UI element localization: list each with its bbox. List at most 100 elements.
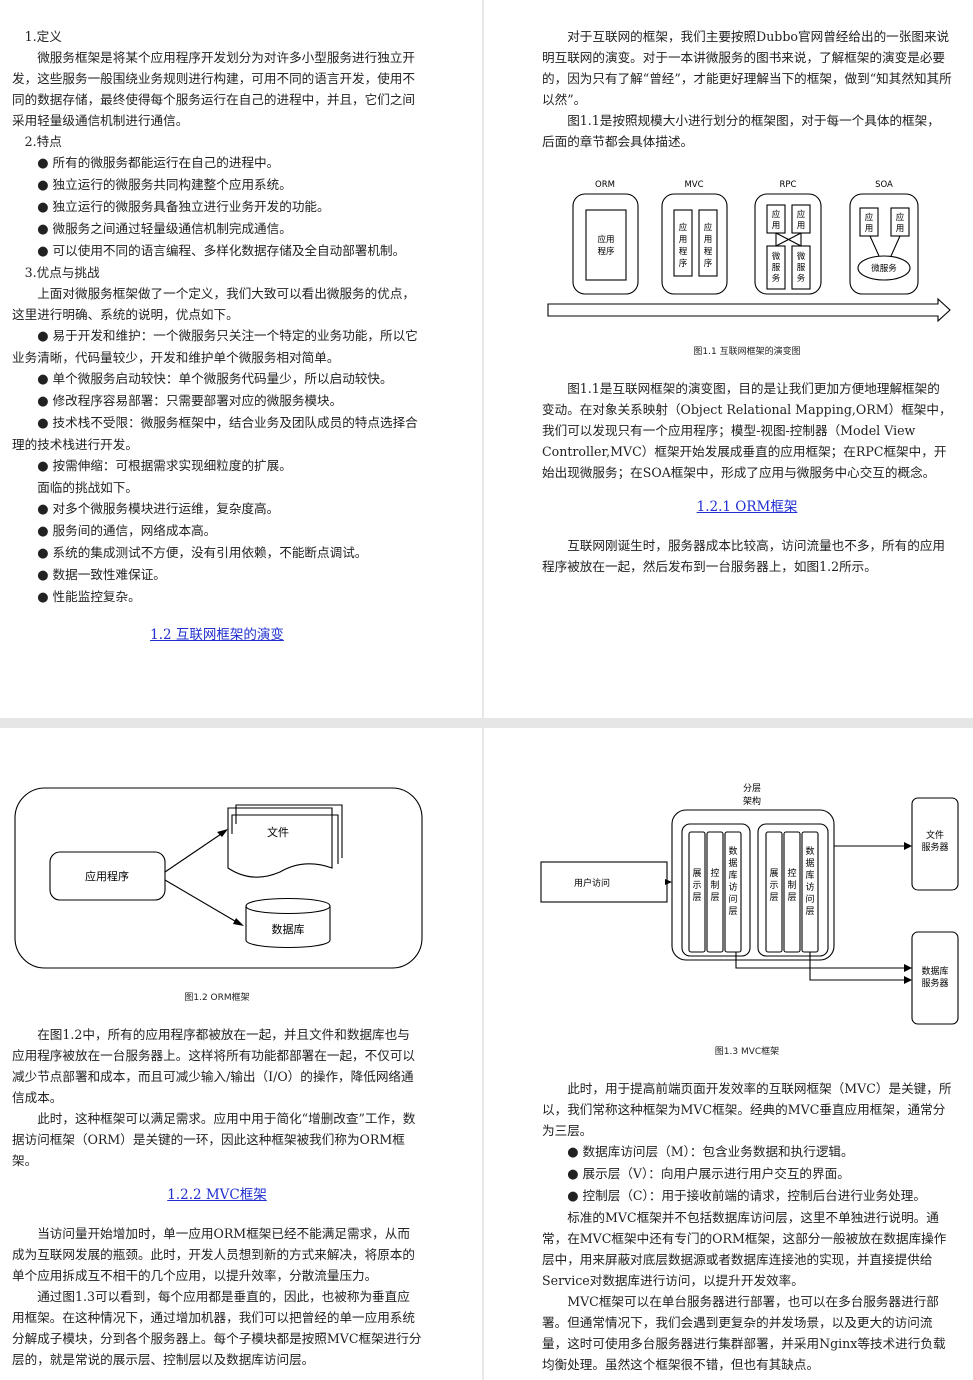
intro-paragraph: 对于互联网的框架，我们主要按照Dubbo官网曾经给出的一张图来说明互联网的演变。… (542, 29, 952, 107)
svg-text:序: 序 (704, 258, 713, 269)
layer-desc-item: ● 控制层（C）：用于接收前端的请求，控制后台进行业务处理。 (567, 1188, 926, 1204)
section-link-1-2-1[interactable]: 1.2.1 ORM框架 (696, 499, 798, 515)
page-2-body: 图1.1是互联网框架的演变图，目的是让我们更加方便地理解框架的变动。在对象关系映… (542, 378, 952, 577)
svg-text:程序: 程序 (597, 246, 615, 257)
soa-nodes: 应用 应用 微服务 (865, 212, 905, 274)
file-server-node: 文件 (926, 829, 944, 841)
section-link-1-2[interactable]: 1.2 互联网框架的演变 (150, 627, 284, 643)
section-title-definition: 1.定义 (24, 29, 62, 44)
svg-text:控: 控 (710, 867, 719, 879)
svg-text:服务器: 服务器 (921, 841, 948, 853)
orm-explain-paragraph: 在图1.2中，所有的应用程序都被放在一起，并且文件和数据库也与应用程序被放在一台… (12, 1027, 415, 1105)
advantage-item: ● 按需伸缩：可根据需求实现细粒度的扩展。 (37, 458, 292, 474)
svg-text:应: 应 (865, 212, 874, 223)
figure-1-3-caption: 图1.3 MVC框架 (714, 1047, 780, 1057)
section-link-1-2-2[interactable]: 1.2.2 MVC框架 (167, 1187, 267, 1203)
page-3: 应用程序 文件 数据库 图1.2 ORM框架 在图1.2中，所有的应用程序都被放… (0, 728, 482, 1380)
svg-text:问: 问 (728, 893, 737, 905)
svg-text:访: 访 (728, 882, 737, 893)
figure-1-1-caption: 图1.1 互联网框架的演变图 (693, 347, 801, 357)
orm-framework-diagram: 应用程序 文件 数据库 (14, 787, 423, 969)
page-4: 分层 架构 用户访问 文件 服务器 数据库 服务器 展示层 控制层 数据库访问层… (484, 728, 973, 1380)
page-2: 对于互联网的框架，我们主要按照Dubbo官网曾经给出的一张图来说明互联网的演变。… (484, 0, 973, 718)
orm-db-node: 数据库 (272, 922, 305, 936)
diagram-header-rpc: RPC (780, 180, 797, 190)
svg-text:用: 用 (704, 235, 713, 245)
svg-text:层: 层 (787, 892, 796, 903)
mvc-diagram-title: 分层 (743, 783, 761, 794)
advantage-item: ● 修改程序容易部署：只需要部署对应的微服务模块。 (37, 393, 343, 409)
svg-text:用: 用 (679, 235, 688, 245)
svg-text:微服务: 微服务 (871, 263, 897, 274)
svg-text:用: 用 (772, 221, 781, 231)
svg-text:应: 应 (704, 222, 713, 233)
feature-item: ● 微服务之间通过轻量级通信机制完成通信。 (37, 221, 292, 237)
feature-item: ● 独立运行的微服务具备独立进行业务开发的功能。 (37, 199, 330, 215)
svg-text:据: 据 (728, 857, 737, 869)
page-1-body: 1.定义 微服务框架是将某个应用程序开发划分为对许多小型服务进行独立开发，这些服… (12, 26, 422, 646)
layer-desc-item: ● 数据库访问层（M）：包含业务数据和执行逻辑。 (567, 1144, 854, 1160)
svg-text:控: 控 (787, 867, 796, 879)
layer-desc-item: ● 展示层（V）：向用户展示进行用户交互的界面。 (567, 1166, 850, 1182)
svg-text:用: 用 (797, 221, 806, 231)
mvc-intro-paragraph: 当访问量开始增加时，单一应用ORM框架已经不能满足需求，从而成为互联网发展的瓶颈… (12, 1226, 415, 1283)
svg-text:制: 制 (710, 879, 719, 891)
section-title-pros-cons: 3.优点与挑战 (24, 265, 100, 280)
feature-item: ● 所有的微服务都能运行在自己的进程中。 (37, 155, 280, 171)
svg-text:库: 库 (805, 869, 814, 881)
svg-text:示: 示 (769, 881, 778, 891)
figure-description-paragraph: 图1.1是按照规模大小进行划分的框架图，对于每一个具体的框架，后面的章节都会具体… (542, 113, 940, 149)
svg-text:层: 层 (728, 906, 737, 917)
feature-item: ● 可以使用不同的语言编程、多样化数据存储及全自动部署机制。 (37, 243, 406, 259)
svg-text:服务器: 服务器 (921, 977, 948, 989)
svg-text:服: 服 (772, 263, 781, 273)
svg-text:应用: 应用 (597, 234, 614, 245)
svg-text:用: 用 (865, 224, 874, 234)
challenge-intro: 面临的挑战如下。 (37, 480, 138, 495)
svg-text:层: 层 (805, 906, 814, 917)
svg-text:层: 层 (692, 892, 701, 903)
svg-text:应: 应 (797, 209, 806, 220)
feature-item: ● 独立运行的微服务共同构建整个应用系统。 (37, 177, 292, 193)
db-server-node: 数据库 (921, 965, 948, 977)
svg-text:制: 制 (787, 879, 796, 891)
svg-text:微: 微 (772, 251, 781, 262)
svg-text:用: 用 (896, 224, 905, 234)
challenge-item: ● 性能监控复杂。 (37, 589, 141, 605)
orm-summary-paragraph: 此时，这种框架可以满足需求。应用中用于简化“增删改查”工作，数据访问框架（ORM… (12, 1111, 416, 1168)
orm-intro-paragraph: 互联网刚诞生时，服务器成本比较高，访问流量也不多，所有的应用程序被放在一起，然后… (542, 538, 945, 574)
orm-file-node: 文件 (267, 825, 289, 839)
svg-text:应: 应 (679, 222, 688, 233)
challenge-item: ● 服务间的通信，网络成本高。 (37, 523, 217, 539)
svg-text:示: 示 (692, 881, 701, 891)
svg-text:程: 程 (704, 247, 713, 257)
framework-evolution-diagram: ORM MVC RPC SOA 应用程序 应用程序 应用程序 应用 应用 微服务… (547, 180, 951, 322)
page-1: 1.定义 微服务框架是将某个应用程序开发划分为对许多小型服务进行独立开发，这些服… (0, 0, 482, 718)
svg-text:数: 数 (805, 845, 814, 857)
svg-text:微: 微 (797, 251, 806, 262)
advantage-item: ● 单个微服务启动较快：单个微服务代码量少，所以启动较快。 (37, 371, 393, 387)
page-3-body: 在图1.2中，所有的应用程序都被放在一起，并且文件和数据库也与应用程序被放在一台… (12, 1024, 422, 1370)
advantage-item: ● 技术栈不受限：微服务框架中，结合业务及团队成员的特点选择合理的技术栈进行开发… (12, 415, 418, 452)
page-divider-vertical (482, 0, 484, 1380)
svg-text:据: 据 (805, 857, 814, 869)
diagram-header-orm: ORM (595, 180, 615, 190)
pros-intro: 上面对微服务框架做了一个定义，我们大致可以看出微服务的优点，这里进行明确、系统的… (12, 286, 415, 322)
rpc-nodes: 应用 应用 微服务 微服务 (772, 209, 806, 284)
svg-text:应: 应 (896, 212, 905, 223)
mvc-deploy-paragraph: MVC框架可以在单台服务器进行部署，也可以在多台服务器进行部署。但通常情况下，我… (542, 1294, 946, 1372)
mvc-framework-diagram: 分层 架构 用户访问 文件 服务器 数据库 服务器 展示层 控制层 数据库访问层… (540, 783, 959, 1025)
svg-text:访: 访 (805, 882, 814, 893)
svg-text:程: 程 (679, 247, 688, 257)
svg-text:序: 序 (679, 258, 688, 269)
svg-text:数: 数 (728, 845, 737, 857)
challenge-item: ● 系统的集成测试不方便，没有引用依赖，不能断点调试。 (37, 545, 368, 561)
section-title-features: 2.特点 (24, 134, 62, 149)
page-2-intro: 对于互联网的框架，我们主要按照Dubbo官网曾经给出的一张图来说明互联网的演变。… (542, 26, 952, 152)
figure-1-2-caption: 图1.2 ORM框架 (184, 993, 250, 1003)
svg-text:展: 展 (769, 868, 778, 879)
svg-text:架构: 架构 (743, 795, 761, 807)
svg-text:应: 应 (772, 209, 781, 220)
mvc-nodes: 应用程序 应用程序 (679, 222, 713, 269)
svg-text:问: 问 (805, 893, 814, 905)
